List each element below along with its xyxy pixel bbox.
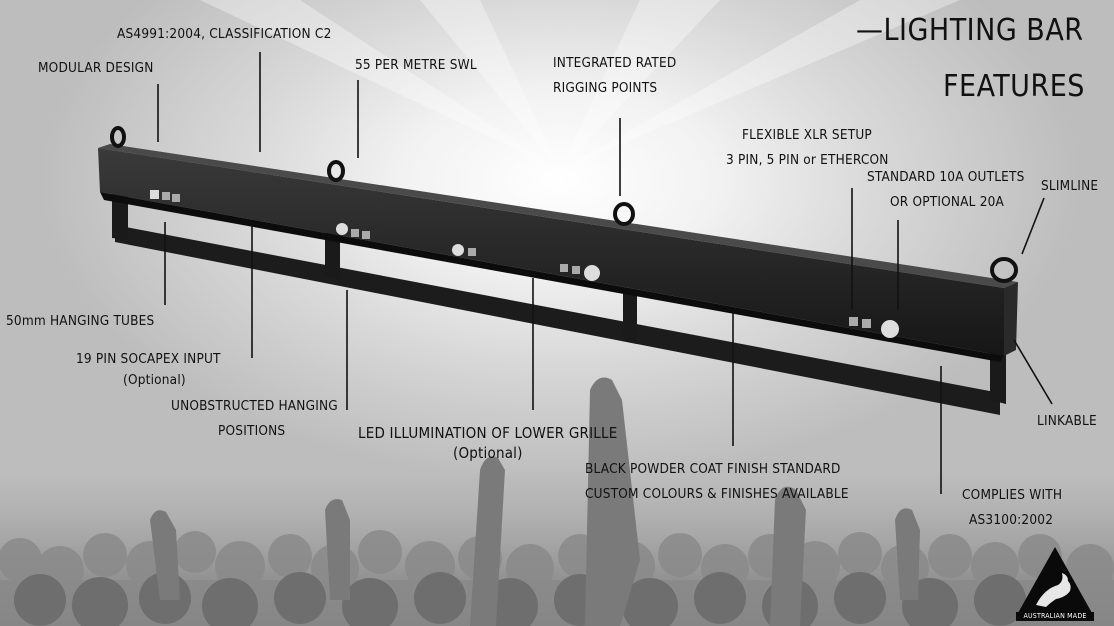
crowd-silhouette [0, 377, 1114, 626]
callout-swl: 55 PER METRE SWL [355, 57, 477, 73]
rigging-rings [110, 126, 1018, 283]
callout-outlets-line1: STANDARD 10A OUTLETS [867, 169, 1025, 185]
callout-complies-line2: AS3100:2002 [969, 512, 1054, 528]
callout-rigging-line2: RIGGING POINTS [553, 80, 658, 96]
callout-slimline: SLIMLINE [1041, 178, 1099, 194]
callout-as4991: AS4991:2004, CLASSIFICATION C2 [117, 26, 332, 42]
callout-led-line1: LED ILLUMINATION OF LOWER GRILLE [358, 424, 618, 442]
callout-finish-line2: CUSTOM COLOURS & FINISHES AVAILABLE [585, 486, 849, 502]
poster-title-line2: FEATURES [943, 69, 1085, 104]
connector-panels [150, 190, 899, 338]
lighting-bar-image [98, 126, 1018, 415]
callout-unobstructed-line2: POSITIONS [218, 423, 286, 439]
light-rays [200, 0, 960, 170]
callout-xlr-line2: 3 PIN, 5 PIN or ETHERCON [726, 152, 889, 168]
callout-led-line2: (Optional) [453, 444, 523, 462]
callout-outlets-line2: OR OPTIONAL 20A [890, 194, 1005, 210]
callout-socapex-line2: (Optional) [123, 372, 186, 388]
leader-lines [157, 52, 1053, 494]
australian-made-label: AUSTRALIAN MADE [1016, 612, 1094, 621]
callout-unobstructed-line1: UNOBSTRUCTED HANGING [171, 398, 338, 414]
callout-rigging-line1: INTEGRATED RATED [553, 55, 677, 71]
callout-socapex-line1: 19 PIN SOCAPEX INPUT [76, 351, 221, 367]
poster-title-line1: —LIGHTING BAR [856, 13, 1084, 48]
kangaroo-triangle-icon [1018, 547, 1092, 613]
callout-finish-line1: BLACK POWDER COAT FINISH STANDARD [585, 461, 841, 477]
callout-xlr-line1: FLEXIBLE XLR SETUP [742, 127, 872, 143]
callout-linkable: LINKABLE [1037, 413, 1097, 429]
callout-hanging-tubes: 50mm HANGING TUBES [6, 313, 155, 329]
callout-complies-line1: COMPLIES WITH [962, 487, 1063, 503]
callout-modular-design: MODULAR DESIGN [38, 60, 154, 76]
